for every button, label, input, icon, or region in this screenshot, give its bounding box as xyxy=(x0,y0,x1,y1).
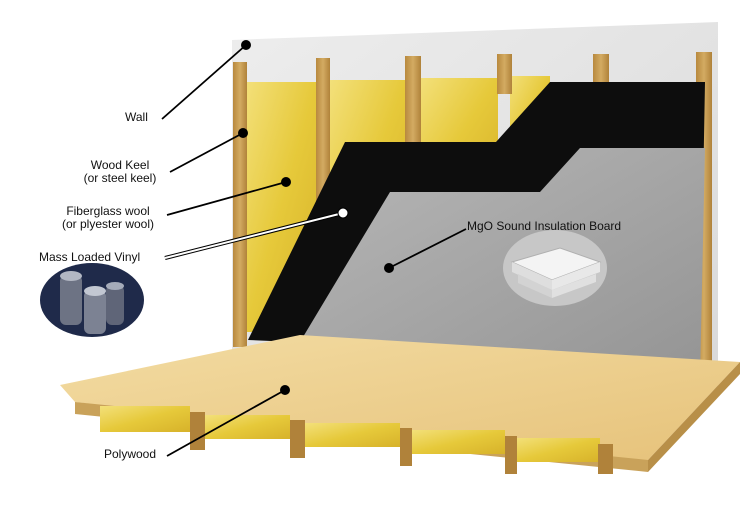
fiberglass-alt-text: (or plyester wool) xyxy=(47,218,169,231)
wood-keel-label: Wood Keel (or steel keel) xyxy=(70,159,170,185)
fiberglass-label: Fiberglass wool (or plyester wool) xyxy=(47,205,169,231)
mlv-label: Mass Loaded Vinyl xyxy=(39,251,140,264)
vinyl-rolls-photo xyxy=(40,263,144,337)
plywood-floor xyxy=(60,335,740,474)
wall-label: Wall xyxy=(125,111,148,124)
plywood-label: Polywood xyxy=(104,448,156,461)
mgo-label: MgO Sound Insulation Board xyxy=(467,220,621,233)
wood-keel-alt-text: (or steel keel) xyxy=(70,172,170,185)
mgo-board-photo xyxy=(503,230,607,306)
